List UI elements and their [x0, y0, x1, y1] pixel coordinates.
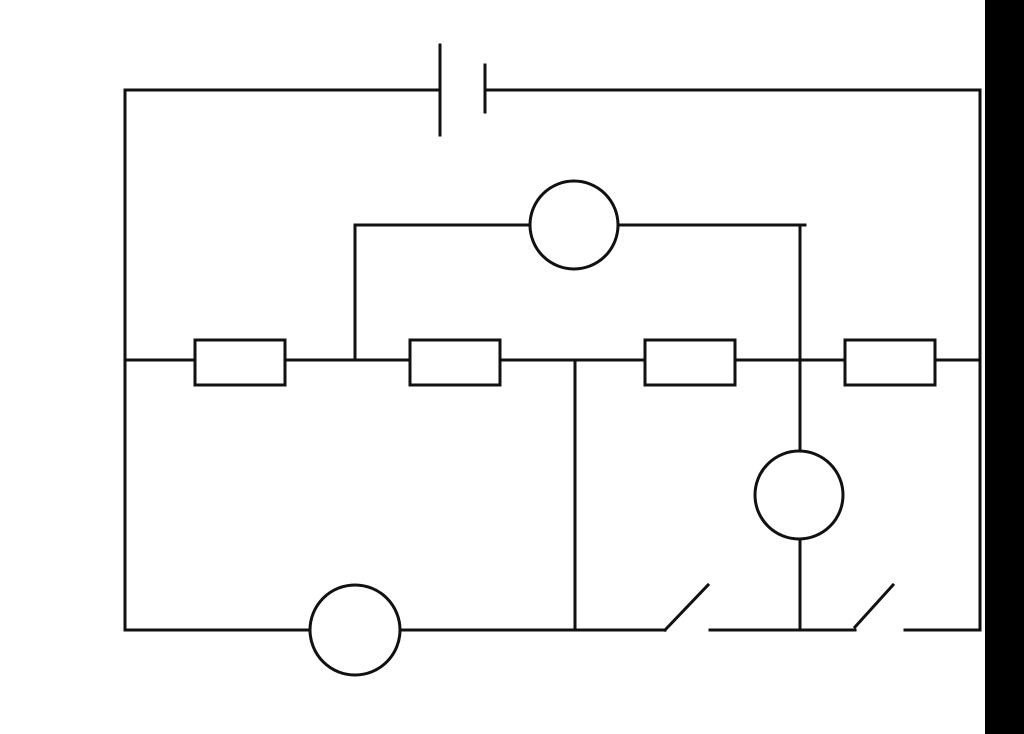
battery-symbol	[438, 43, 487, 137]
resistor-2	[408, 338, 502, 387]
switch-2	[852, 582, 896, 630]
meter-top	[528, 179, 620, 271]
edge-bar	[985, 0, 1024, 734]
resistor-1	[193, 338, 287, 387]
wire-top-meter-left	[353, 223, 532, 362]
circuit-schematic	[123, 43, 982, 677]
switch-1	[662, 582, 711, 633]
meter-bottom	[308, 583, 402, 677]
resistor-3	[643, 338, 737, 387]
resistor-4	[843, 338, 937, 387]
wires	[123, 88, 982, 632]
meter-right	[753, 449, 845, 541]
